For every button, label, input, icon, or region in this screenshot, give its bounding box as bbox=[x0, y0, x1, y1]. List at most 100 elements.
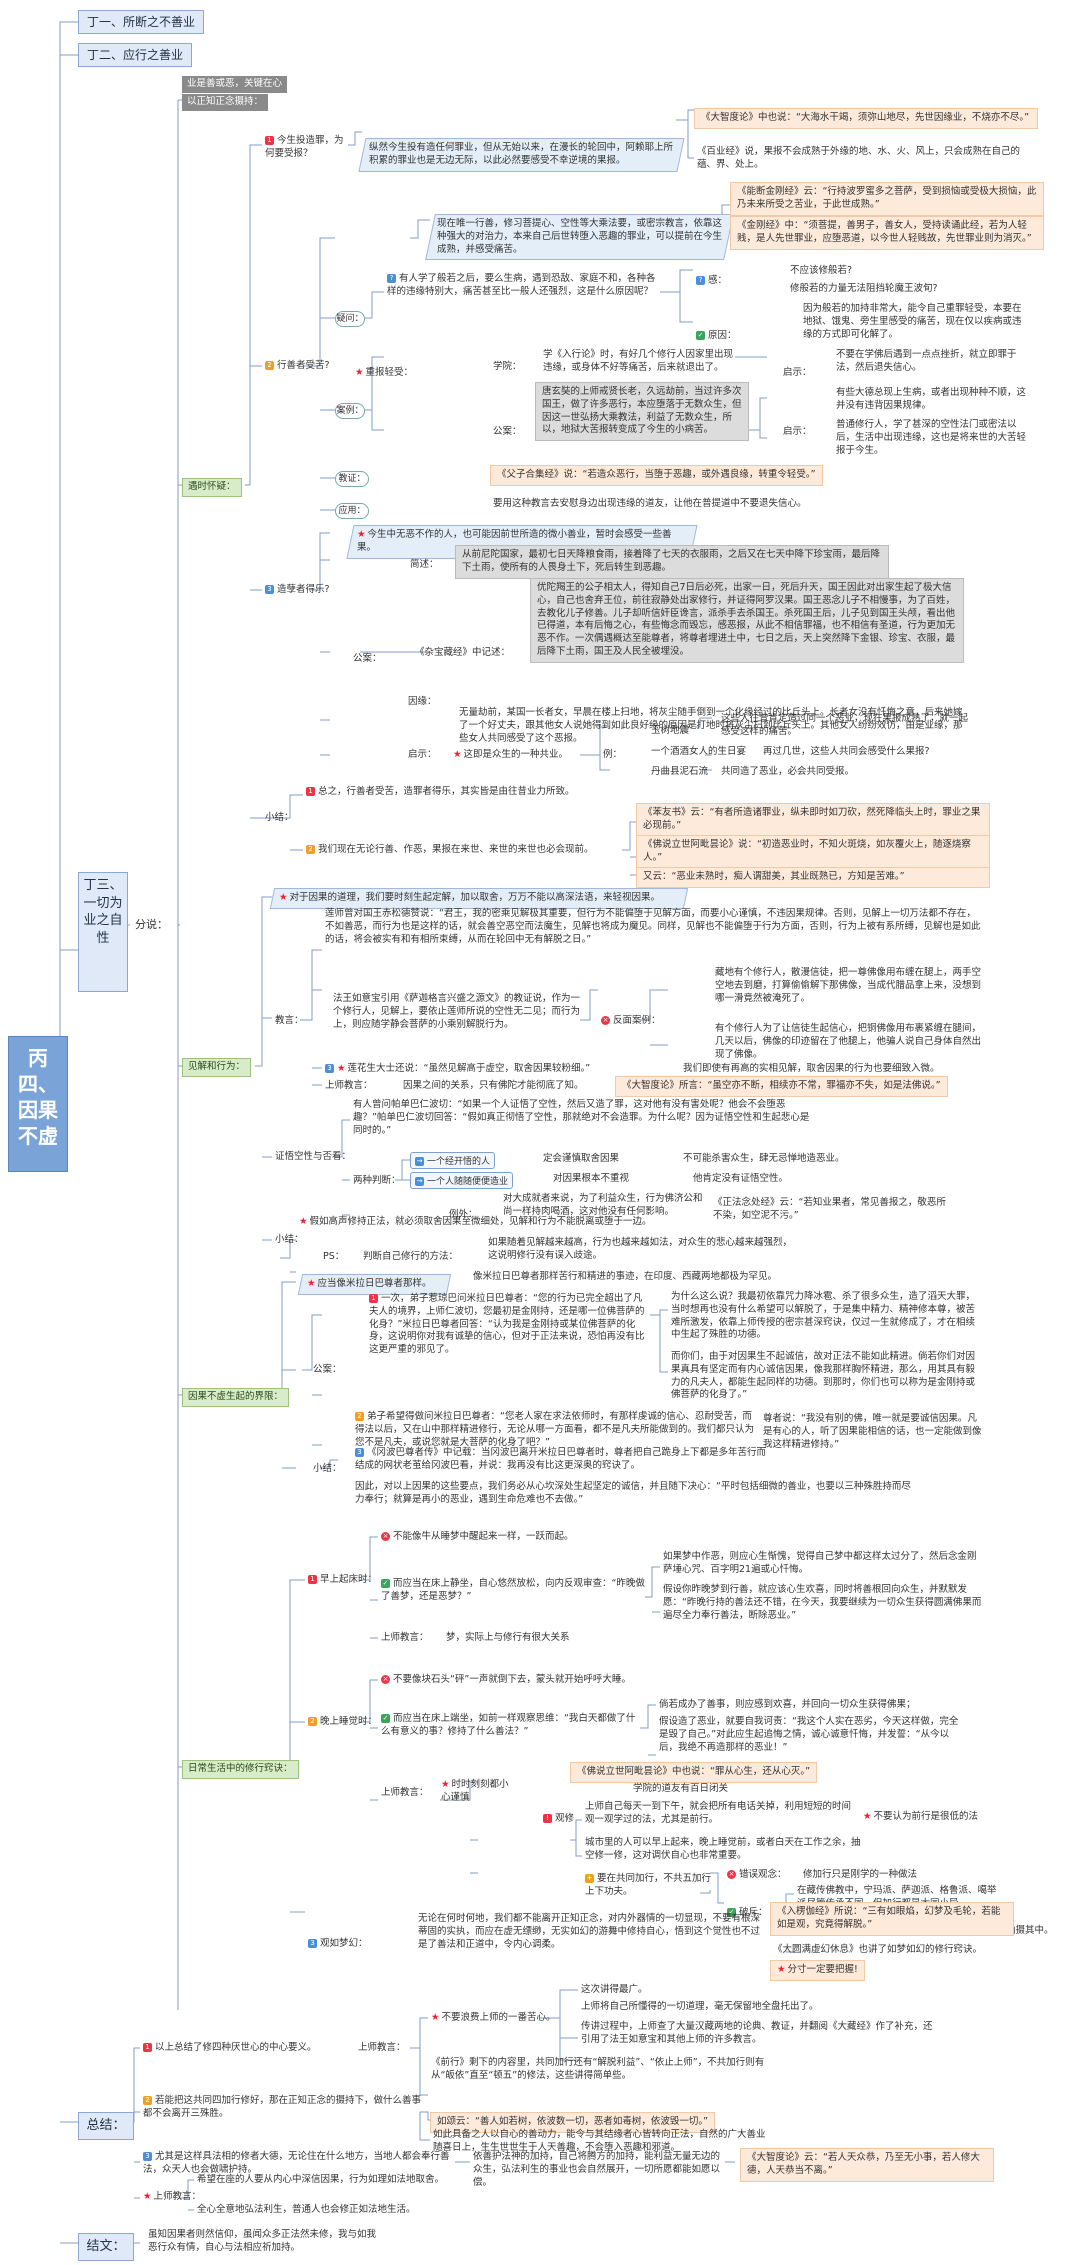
yg1r1-text: 为什么这么说？我最初依靠咒力降冰雹、杀了很多众生，造了滔天大罪，当时想再也没有什… bbox=[671, 1291, 976, 1341]
pd2-chip: →一个人随随便便造业 bbox=[410, 1172, 514, 1189]
jiaoxun-label: 教言： bbox=[275, 1015, 304, 1026]
jj2-text: 法王如意宝引用《萨迦格言兴盛之源文》的教证说，作为一个修行人，见解上，要依止莲师… bbox=[333, 993, 581, 1030]
qs4-label: 启示： bbox=[408, 749, 437, 760]
section-ding1[interactable]: 丁一、所断之不善业 bbox=[78, 10, 205, 35]
section-ending[interactable]: 结文： bbox=[78, 2233, 134, 2261]
zq1-text: ×不能像牛从睡梦中醒起来一样，一跃而起。 bbox=[381, 1531, 574, 1542]
end1-text: 虽知因果者则然信仰，虽闻众多正法然未修，我与如我恶行众有情，自心与法相应祈加持。 bbox=[148, 2229, 377, 2253]
li3-text: 丹曲县泥石流 bbox=[651, 766, 709, 777]
sjj3-label: 上师教言： bbox=[381, 1632, 429, 1643]
zb1-ref2: 《金刚经》中：“须菩提，善男子，善女人，受持读诵此经，若为人轻贱，是人先世罪业，… bbox=[730, 216, 1044, 250]
sum1c-text: 这次讲得最广。 bbox=[581, 1984, 648, 1995]
pd2b-text: 对因果根本不重视 bbox=[553, 1173, 630, 1184]
xj1r3-text: 又云：“恶业未熟时，痴人谓甜美，其业既熟已，方知是苦难。” bbox=[636, 867, 990, 888]
xueyuan-label: 学院： bbox=[493, 361, 522, 372]
sum2a-text: 如颂云：“善人如若树，依波数一切，恶者如毒树，依波毁一切。” bbox=[430, 2112, 716, 2133]
q1-text: 纵然今生投有造任何罪业，但从无始以来，在漫长的轮回中，阿赖耶上所积累的罪业也是无… bbox=[358, 138, 685, 172]
sjj2-text: 《大智度论》所言：“虽空亦不断，相续亦不常，罪福亦不失，如是法佛说。” bbox=[615, 1076, 948, 1097]
zq2r1-text: 如果梦中作恶，则应心生惭愧，觉得自己梦中都这样太过分了，然后念金刚萨埵心咒、百字… bbox=[663, 1551, 977, 1575]
gan-label: 感： bbox=[708, 275, 728, 286]
zbqz-node: ★重报轻受： bbox=[355, 367, 414, 378]
suishi-node[interactable]: 遇时怀疑： bbox=[182, 478, 242, 497]
sum4-content: 上师教言： bbox=[153, 2191, 202, 2202]
gr1r1-text: 《入楞伽经》所说：“三有如眼焰，幻梦及毛轮，若能如是观，究竟得解脱。” bbox=[770, 1902, 1014, 1936]
q1-text-content: 纵然今生投有造任何罪业，但从无始以来，在漫长的轮回中，阿赖耶上所积累的罪业也是无… bbox=[369, 142, 674, 166]
gr1r2-text: 《大圆满虚幻休息》也讲了如梦如幻的修行窍诀。 bbox=[773, 1944, 983, 1955]
sk3-text: 城市里的人可以早上起来，晚上睡觉前，或者白天在工作之余，抽空修一修，这对调伏自心… bbox=[585, 1837, 861, 1861]
richang-node[interactable]: 日常生活中的修行窍诀： bbox=[182, 1760, 299, 1779]
fm2-text: 有个修行人为了让信徒生起信心，把铜佛像用布裹紧缠在腿间，几天以后，佛像的印迹留在… bbox=[715, 1023, 982, 1060]
jj0-content: 对于因果的道理，我们要时刻生起定解，加以取舍，万万不能以高深法语，来轻视因果。 bbox=[289, 892, 661, 903]
yg0b-text: 像米拉日巴尊者那样苦行和精进的事迹，在印度、西藏两地都极为罕见。 bbox=[473, 1271, 778, 1282]
yingyong-bubble: 应用： bbox=[335, 503, 369, 519]
liru-label: 例外： bbox=[449, 1209, 478, 1220]
yg2r-text: 尊者说：“我没有别的佛，唯一就是要诚信因果。凡是有心的人，听了因果能相信的话，也… bbox=[763, 1413, 982, 1450]
jiejue-node[interactable]: 见解和行为： bbox=[182, 1058, 252, 1077]
yn1-text: 无量劫前，某国一长者女，早晨在楼上扫地，将灰尘随手倒到一个化缘经过的比丘头上。长… bbox=[459, 707, 963, 744]
section-summary[interactable]: 总结： bbox=[78, 2112, 134, 2140]
sum1d-text: 上师将自己所懂得的一切道理，毫无保留地全盘托出了。 bbox=[581, 2001, 819, 2012]
yg1r2-text: 而你们，由于对因果生不起诚信，故对正法不能如此精进。倘若你们对因果真具有坚定而有… bbox=[671, 1351, 976, 1401]
jj0-text: ★对于因果的道理，我们要时刻生起定解，加以取舍，万万不能以高深法语，来轻视因果。 bbox=[269, 888, 689, 909]
sk0-text: 《佛说立世阿毗昙论》中也说：“罪从心生，还从心灭。” bbox=[570, 1762, 818, 1783]
zemin-label: 造孽者得乐? bbox=[277, 584, 330, 595]
root-node[interactable]: 丙四、因果不虚 bbox=[8, 1036, 68, 1172]
sum1f-text: 《前行》剩下的内容里，共同加行还有“解脱利益”、“依止上师”，不共加行则有从“皈… bbox=[431, 2057, 765, 2081]
wanshang-label: 晚上睡觉时： bbox=[320, 1716, 378, 1727]
ws2-text: ✓而应当在床上端坐，如前一样观察思维：“我白天都做了什么有意义的事？修持了什么善… bbox=[381, 1713, 636, 1737]
guanxiu-content: 观修 bbox=[555, 1813, 575, 1824]
gan2-text: 修般若的力量无法阻挡轮魔王波旬? bbox=[790, 283, 938, 294]
jj1-text: 莲师曾对国王赤松德赞说：“君王，我的密乘见解极其重要，但行为不能偏堕于见解方面，… bbox=[325, 908, 981, 945]
sum1a-label: 上师教言： bbox=[358, 2042, 406, 2053]
jz1-text: 《父子合集经》说：“若造众恶行，当堕于恶趣，或外遇良缘，转重令轻受。” bbox=[490, 465, 823, 486]
sum3a-text: 依善护法神的加持，自己将腾方的加持，能利益无量无边的众生，弘法利生的事业也会自然… bbox=[473, 2151, 721, 2188]
pd1-content: 一个经开悟的人 bbox=[427, 1157, 491, 1167]
gan-node: ?感： bbox=[693, 274, 730, 289]
sum2b-text: 如此具备之人以自心的善动力，能令与其结缘者心皆转向正法，自然的广大善业随喜日上，… bbox=[433, 2129, 766, 2153]
qs2-text: 有些大德总现上生病，或者出现种种不顺，这并没有违背因果规律。 bbox=[836, 387, 1027, 411]
zaxbj-label: 《杂宝藏经》中记述： bbox=[415, 647, 511, 658]
sk4-text: +要在共同加行，不共五加行上下功夫。 bbox=[585, 1873, 712, 1897]
xj2a-content: 假如高声修持正法，就必须取舍因果至微细处，见解和行为不能脱离或堕于一边。 bbox=[309, 1216, 652, 1227]
gr1r3-text: ★分寸一定要把握! bbox=[770, 1960, 865, 1981]
section-ding2[interactable]: 丁二、应行之善业 bbox=[78, 43, 193, 68]
sum4-label: ★上师教言： bbox=[143, 2191, 202, 2202]
qs1-text: 不要在学佛后遇到一点点挫折，就立即罪于法，然后退失信心。 bbox=[836, 349, 1017, 373]
sjj1-text: 因果之间的关系，只有佛陀才能彻底了知。 bbox=[403, 1080, 584, 1091]
gongan-label-1: 公案： bbox=[493, 426, 522, 437]
q1-ref1: 《大智度论》中也说：“大海水干竭，须弥山地尽，先世因缘业，不烧亦不尽。” bbox=[694, 108, 1038, 129]
jj3-content: 莲花生大士还说：“虽然见解高于虚空，取舍因果较粉细。” bbox=[347, 1063, 591, 1074]
sjj3a-text: 梦，实际上与修行有很大关系 bbox=[446, 1632, 570, 1643]
yiwen-bubble: 疑问： bbox=[335, 311, 365, 327]
xiaojie3-label: 小结： bbox=[313, 1463, 342, 1474]
li-label: 例： bbox=[603, 749, 623, 760]
sk1-text: 学院的道友有百日闭关 bbox=[633, 1783, 729, 1794]
yg1-content: 一次，弟子惹琼巴问米拉日巴尊者：“您的行为已完全超出了凡夫人的境界，上师仁波切，… bbox=[369, 1293, 645, 1356]
yinguo-node[interactable]: 因果不虚生起的界限： bbox=[182, 1388, 290, 1407]
yuanyin-label: 原因： bbox=[708, 330, 737, 341]
zhengzheng-label: 证悟空性与否看： bbox=[275, 1151, 352, 1162]
sum3r-text: 《大智度论》云：“若人天众恭，乃至无小事，若人修大德，人天恭当不离。” bbox=[740, 2148, 994, 2182]
yg3-content: 《冈波巴尊者传》中记载：当冈波巴离开米拉日巴尊者时，尊者把自己跪身上下都是多年苦… bbox=[355, 1447, 767, 1471]
section-ding3[interactable]: 丁三、一切为业之自性 bbox=[78, 872, 128, 992]
lzpd-label: 两种判断： bbox=[353, 1175, 401, 1186]
ws2r1-text: 倘若成办了善事，则应感到欢喜，并回向一切众生获得佛果； bbox=[659, 1699, 916, 1710]
sk2r-text: ★不要认为前行是很低的法 bbox=[863, 1811, 979, 1822]
ps-label: PS： bbox=[323, 1251, 345, 1262]
fmal-label: ×反面案例： bbox=[601, 1015, 661, 1026]
poxi-label: ✓破斥： bbox=[727, 1907, 768, 1918]
zq2-content: 而应当在床上静坐，自心悠然放松，向内反观审查：“昨晚做了善梦，还是恶梦？” bbox=[381, 1578, 645, 1602]
sum1b-content: 不要浪费上师的一番苦心。 bbox=[441, 2012, 556, 2023]
shike-label: ★时时刻刻都小心谨慎 bbox=[441, 1779, 509, 1803]
gongan-label-2: 公案： bbox=[353, 653, 382, 664]
ws2-content: 而应当在床上端坐，如前一样观察思维：“我白天都做了什么有意义的事？修持了什么善法… bbox=[381, 1713, 636, 1737]
zq2r2-text: 假设你昨晚梦到行善，就应该心生欢喜，同时将善根回向众生，并默默发愿：“昨晚行持的… bbox=[663, 1584, 982, 1621]
xs-label: 行善者受苦? bbox=[277, 360, 330, 371]
